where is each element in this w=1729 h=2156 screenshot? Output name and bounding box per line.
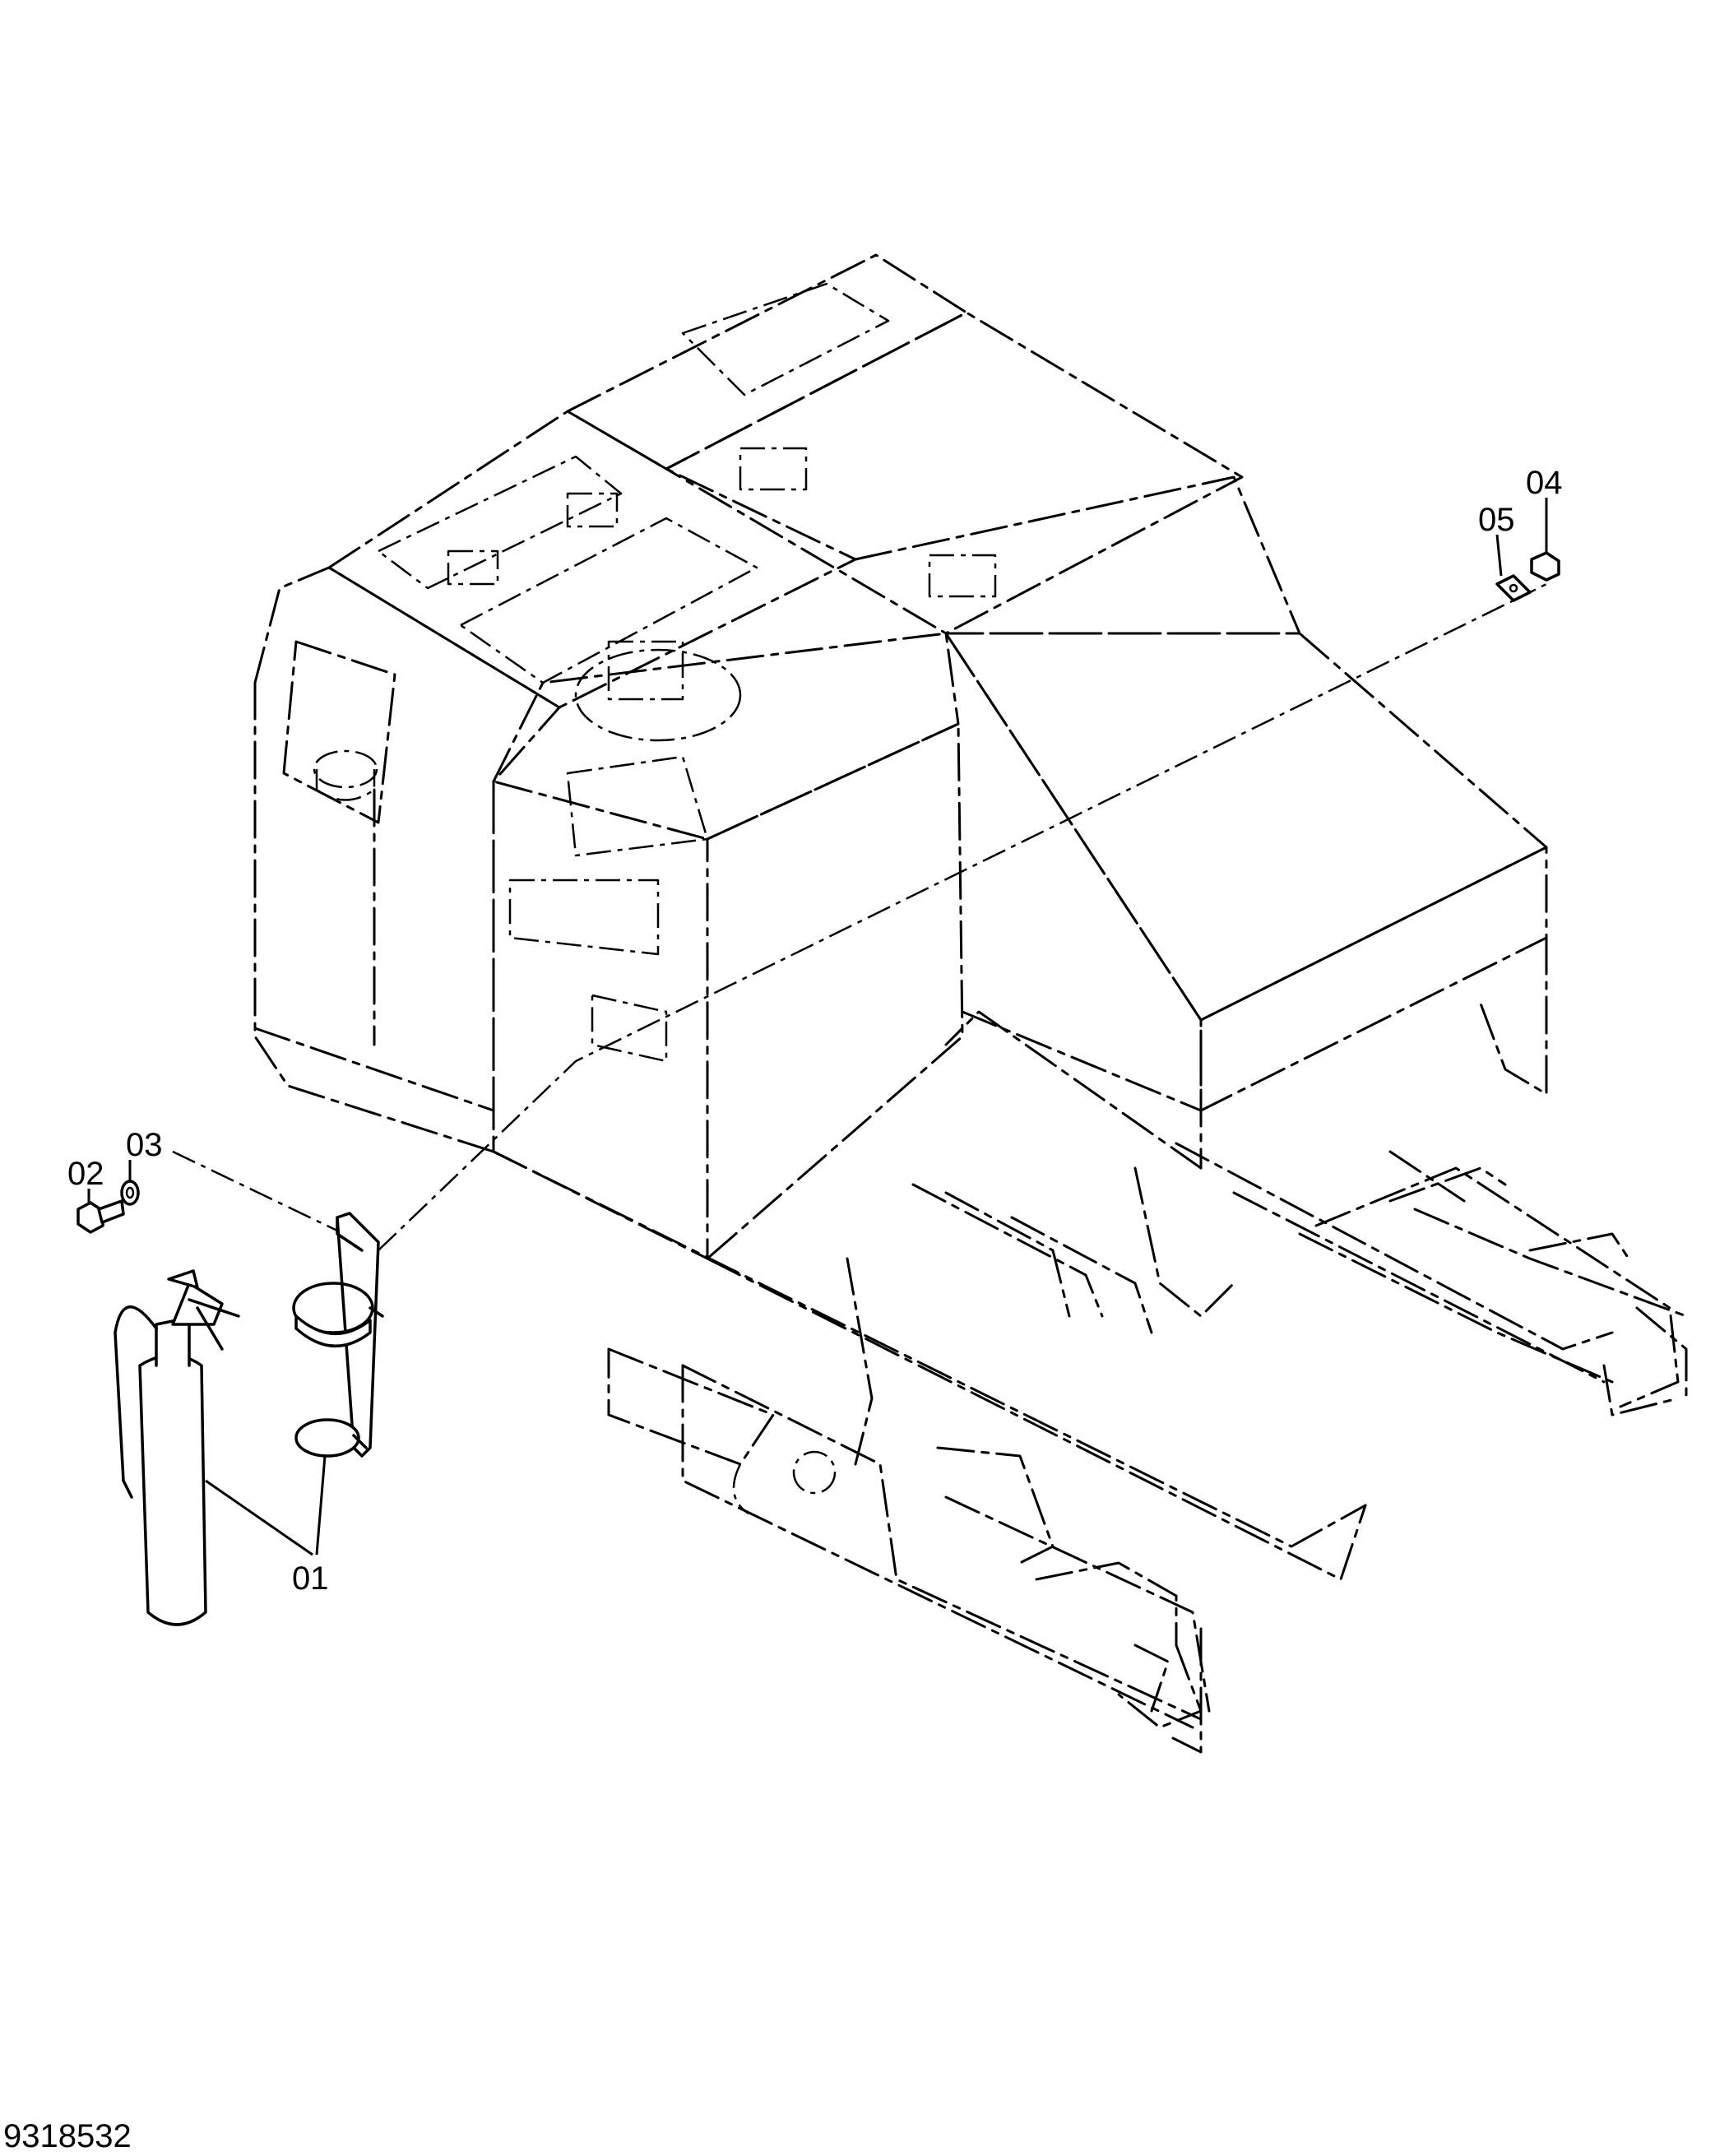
callout-01: 01 <box>292 1560 329 1597</box>
machine-phantom-outline <box>253 253 1688 1754</box>
callout-03: 03 <box>126 1127 163 1163</box>
bolt-04 <box>1530 551 1560 582</box>
callout-02: 02 <box>67 1156 104 1192</box>
callout-04: 04 <box>1526 465 1563 501</box>
assembly-lines <box>172 582 1547 1252</box>
washer-03 <box>120 1180 140 1206</box>
document-number: 9318532 <box>3 2118 132 2154</box>
extinguisher-bracket <box>292 1212 384 1458</box>
plate-05 <box>1495 574 1532 602</box>
callout-05: 05 <box>1478 502 1515 538</box>
leader-lines <box>87 498 1548 1556</box>
fire-extinguisher <box>114 1269 240 1626</box>
bolt-02 <box>76 1199 125 1234</box>
